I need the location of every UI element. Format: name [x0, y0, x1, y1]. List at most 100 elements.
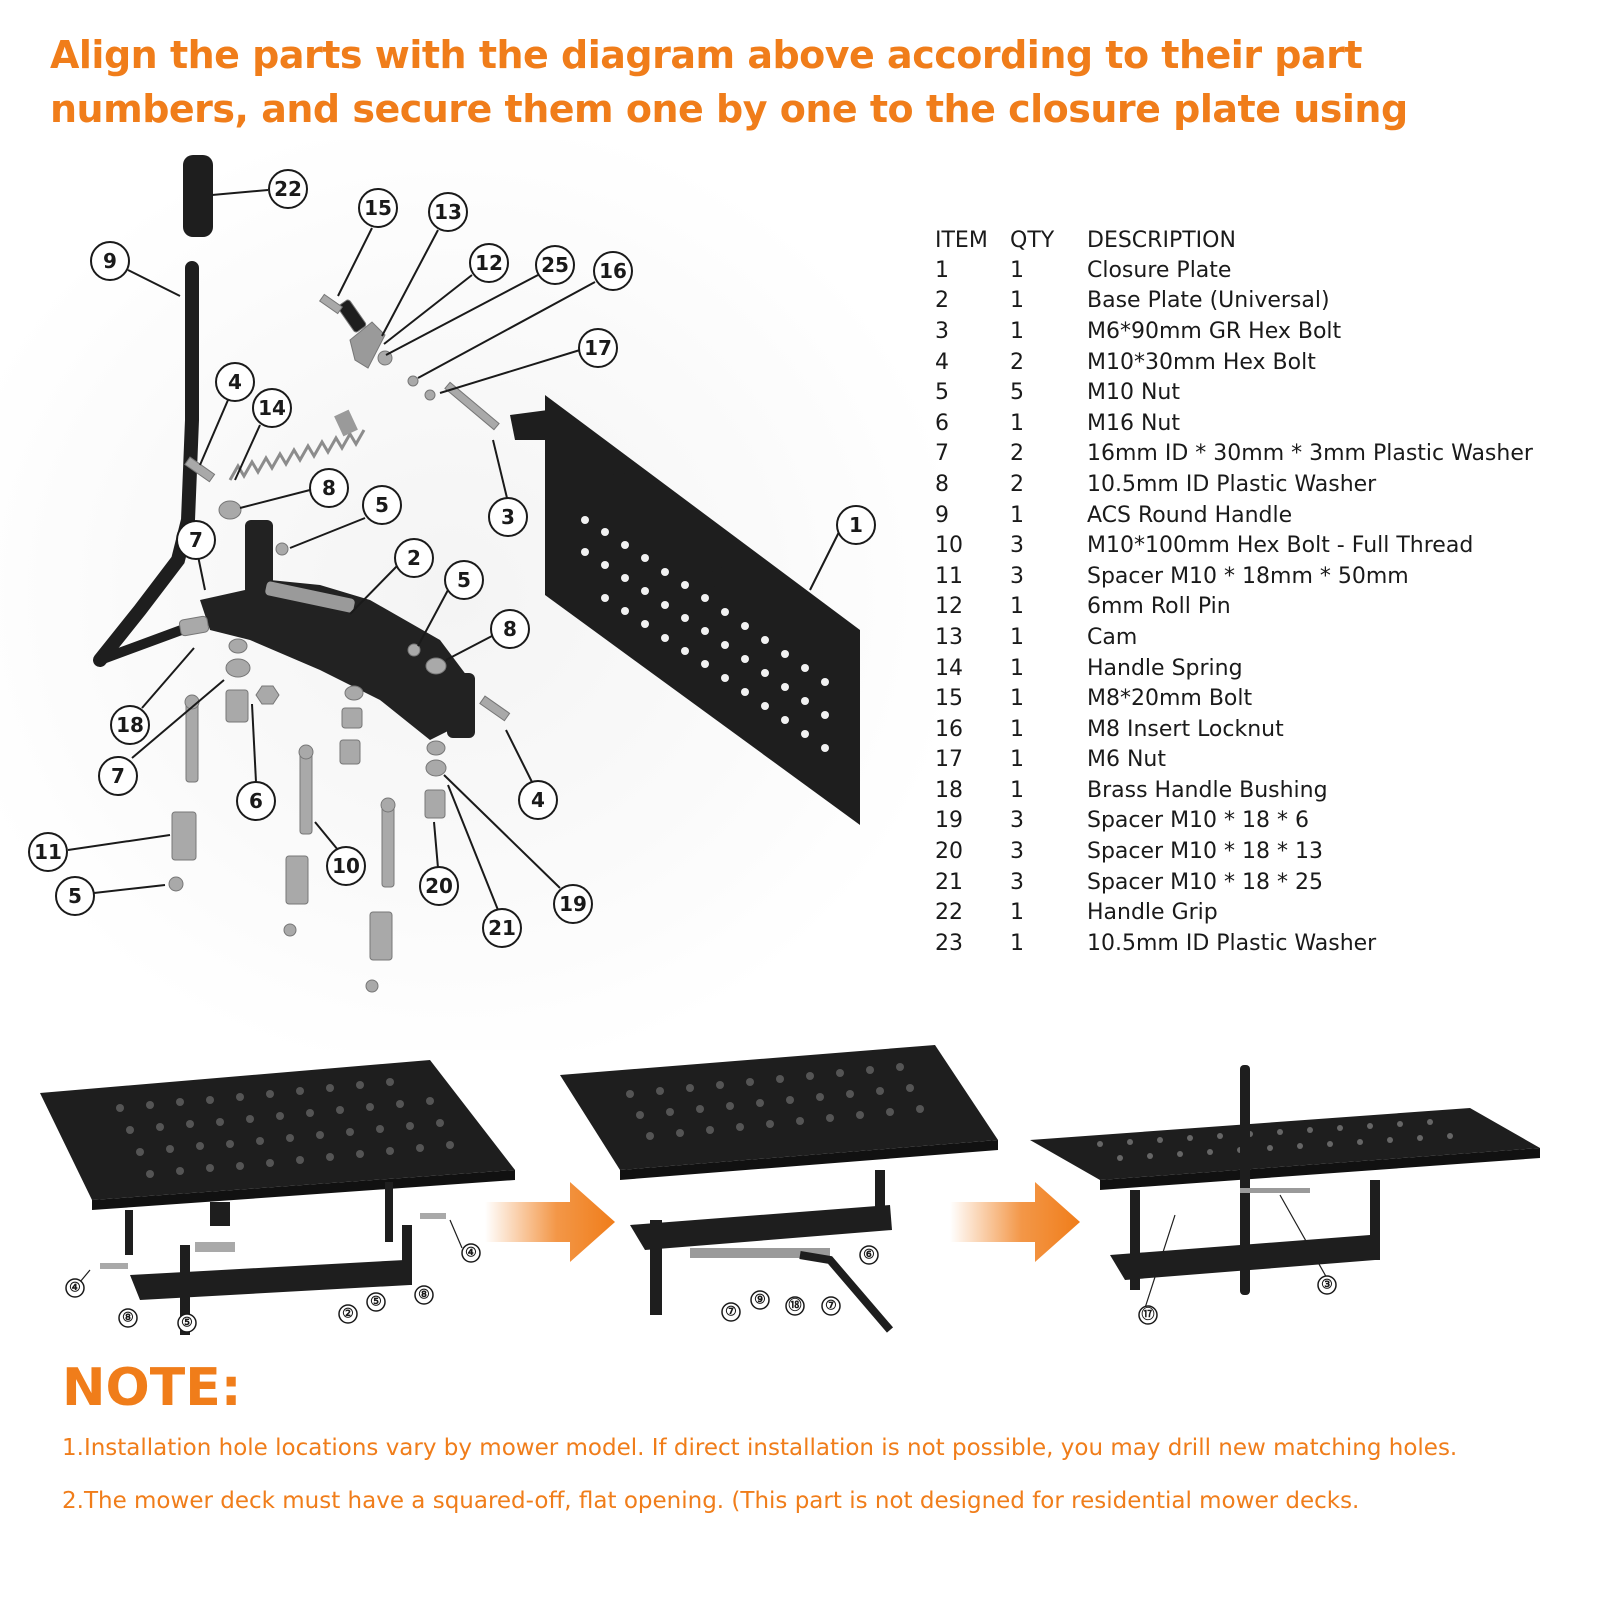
item-cell: 15: [935, 686, 963, 712]
item-cell: 16: [935, 716, 963, 742]
description-cell: 6mm Roll Pin: [1087, 594, 1231, 620]
qty-cell: 1: [1010, 747, 1024, 773]
item-cell: 8: [935, 471, 949, 497]
svg-text:3: 3: [501, 505, 515, 529]
assembly-steps: ④ ⑧ ⑤ ② ⑤ ⑧ ④ ⑦ ⑨ ⑱ ⑦: [30, 1030, 1570, 1350]
description-cell: 10.5mm ID Plastic Washer: [1087, 471, 1377, 497]
callout-25: 25: [535, 245, 575, 285]
item-cell: 21: [935, 869, 963, 895]
svg-text:⑧: ⑧: [418, 1288, 430, 1303]
callout-2: 2: [394, 538, 434, 578]
svg-text:⑱: ⑱: [788, 1298, 801, 1314]
svg-text:1: 1: [849, 513, 863, 537]
hardware-parts: [168, 293, 511, 993]
svg-text:16: 16: [599, 259, 627, 283]
callout-4: 4: [215, 362, 255, 402]
item-cell: 1: [935, 257, 949, 283]
item-cell: 17: [935, 747, 963, 773]
svg-text:22: 22: [274, 177, 302, 201]
description-cell: M6*90mm GR Hex Bolt: [1087, 318, 1342, 344]
svg-text:12: 12: [475, 251, 503, 275]
closure-plate-part: [545, 395, 860, 825]
description-cell: Handle Spring: [1087, 655, 1243, 681]
note-line-1: 1.Installation hole locations vary by mo…: [62, 1435, 1458, 1461]
description-cell: Spacer M10 * 18 * 13: [1087, 839, 1324, 865]
header-description: DESCRIPTION: [1087, 227, 1236, 253]
svg-text:⑤: ⑤: [181, 1316, 193, 1331]
callout-7b: 7: [98, 756, 138, 796]
item-cell: 12: [935, 594, 963, 620]
step-2-assembly: ⑦ ⑨ ⑱ ⑦ ⑥: [560, 1045, 998, 1333]
step-1-assembly: ④ ⑧ ⑤ ② ⑤ ⑧ ④: [40, 1060, 515, 1335]
qty-cell: 1: [1010, 410, 1024, 436]
svg-text:③: ③: [1321, 1278, 1333, 1293]
item-cell: 14: [935, 655, 963, 681]
qty-cell: 1: [1010, 288, 1024, 314]
callout-7: 7: [176, 520, 216, 560]
callout-16: 16: [593, 251, 633, 291]
note-line-2: 2.The mower deck must have a squared-off…: [62, 1488, 1360, 1514]
item-cell: 5: [935, 380, 949, 406]
svg-text:⑦: ⑦: [825, 1299, 837, 1314]
assembly-steps-svg: ④ ⑧ ⑤ ② ⑤ ⑧ ④ ⑦ ⑨ ⑱ ⑦: [40, 1045, 1540, 1335]
note-title: NOTE:: [62, 1358, 242, 1418]
svg-text:⑰: ⑰: [1141, 1307, 1154, 1323]
callout-4b: 4: [518, 780, 558, 820]
description-cell: M16 Nut: [1087, 410, 1180, 436]
instruction-headline: Align the parts with the diagram above a…: [50, 33, 1408, 185]
qty-cell: 1: [1010, 777, 1024, 803]
handle-spring-part: [228, 429, 366, 481]
callout-5c: 5: [55, 876, 95, 916]
callout-18: 18: [110, 705, 150, 745]
svg-text:7: 7: [189, 528, 203, 552]
description-cell: 10.5mm ID Plastic Washer: [1087, 930, 1377, 956]
svg-text:④: ④: [69, 1281, 81, 1296]
qty-cell: 1: [1010, 624, 1024, 650]
svg-text:10: 10: [332, 854, 360, 878]
callout-3: 3: [488, 497, 528, 537]
callout-20: 20: [419, 866, 459, 906]
callout-10: 10: [326, 846, 366, 886]
item-cell: 10: [935, 533, 963, 559]
callout-21: 21: [482, 908, 522, 948]
qty-cell: 5: [1010, 380, 1024, 406]
qty-cell: 1: [1010, 686, 1024, 712]
svg-text:14: 14: [258, 396, 286, 420]
callout-9: 9: [90, 241, 130, 281]
svg-text:⑥: ⑥: [863, 1248, 875, 1263]
description-cell: M10*30mm Hex Bolt: [1087, 349, 1316, 375]
svg-text:18: 18: [116, 713, 144, 737]
description-cell: M8 Insert Locknut: [1087, 716, 1284, 742]
qty-cell: 3: [1010, 808, 1024, 834]
callout-8b: 8: [490, 609, 530, 649]
item-cell: 4: [935, 349, 949, 375]
table-row: 12 1 6mm Roll Pin: [935, 592, 1585, 623]
svg-text:②: ②: [342, 1307, 354, 1322]
svg-text:13: 13: [434, 200, 462, 224]
callout-leaders: [67, 189, 841, 911]
item-cell: 23: [935, 930, 963, 956]
callout-1: 1: [836, 505, 876, 545]
base-plate-part: [200, 580, 470, 740]
description-cell: Base Plate (Universal): [1087, 288, 1330, 314]
svg-text:5: 5: [375, 493, 389, 517]
callout-14: 14: [252, 388, 292, 428]
description-cell: Spacer M10 * 18 * 25: [1087, 869, 1324, 895]
qty-cell: 3: [1010, 563, 1024, 589]
step-arrow-2: [950, 1182, 1080, 1262]
qty-cell: 3: [1010, 869, 1024, 895]
item-cell: 7: [935, 441, 949, 467]
callout-17: 17: [578, 328, 618, 368]
svg-text:5: 5: [457, 568, 471, 592]
qty-cell: 1: [1010, 594, 1024, 620]
handle-grip-part: [183, 155, 213, 237]
